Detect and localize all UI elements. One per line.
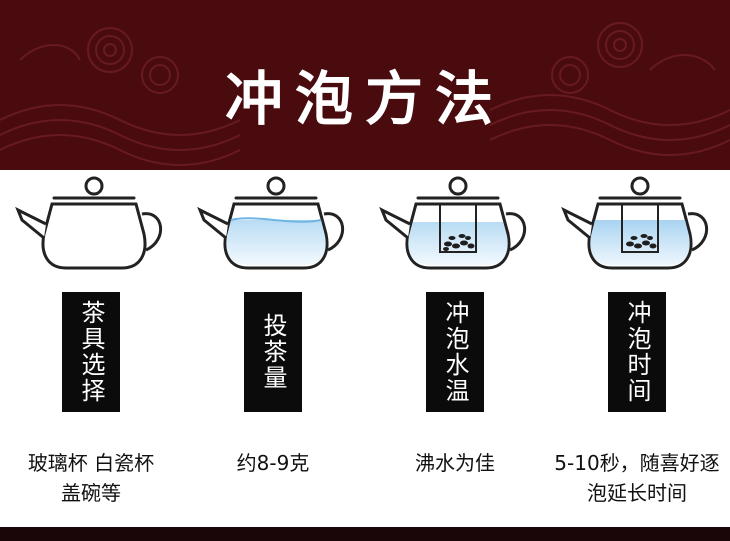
step-description: 约8-9克	[236, 451, 310, 475]
empty-teapot-icon	[15, 176, 163, 270]
step-description: 沸水为佳	[415, 451, 495, 475]
step-tea-amount: 投茶量 约8-9克	[182, 170, 364, 540]
cloud-wave-pattern	[0, 22, 730, 166]
step-brew-time: 冲泡时间 5-10秒，随喜好逐 泡延长时间	[546, 170, 728, 540]
header-banner: 冲泡方法	[0, 0, 730, 170]
teapot-with-tea-leaves-icon	[379, 176, 527, 270]
step-label: 冲泡时间	[608, 292, 666, 412]
step-description: 5-10秒，随喜好逐 泡延长时间	[554, 451, 720, 505]
step-water-temperature: 冲泡水温 沸水为佳	[364, 170, 546, 540]
step-label: 冲泡水温	[426, 292, 484, 412]
teapot-steeping-icon	[561, 176, 709, 270]
step-teaware: 茶具选择 玻璃杯 白瓷杯 盖碗等	[0, 170, 182, 540]
step-description: 玻璃杯 白瓷杯 盖碗等	[27, 451, 155, 505]
teapot-with-water-icon	[197, 176, 345, 270]
footer-bar	[0, 527, 730, 541]
step-label: 茶具选择	[62, 292, 120, 412]
step-label: 投茶量	[244, 292, 302, 412]
page-title: 冲泡方法	[224, 65, 505, 133]
